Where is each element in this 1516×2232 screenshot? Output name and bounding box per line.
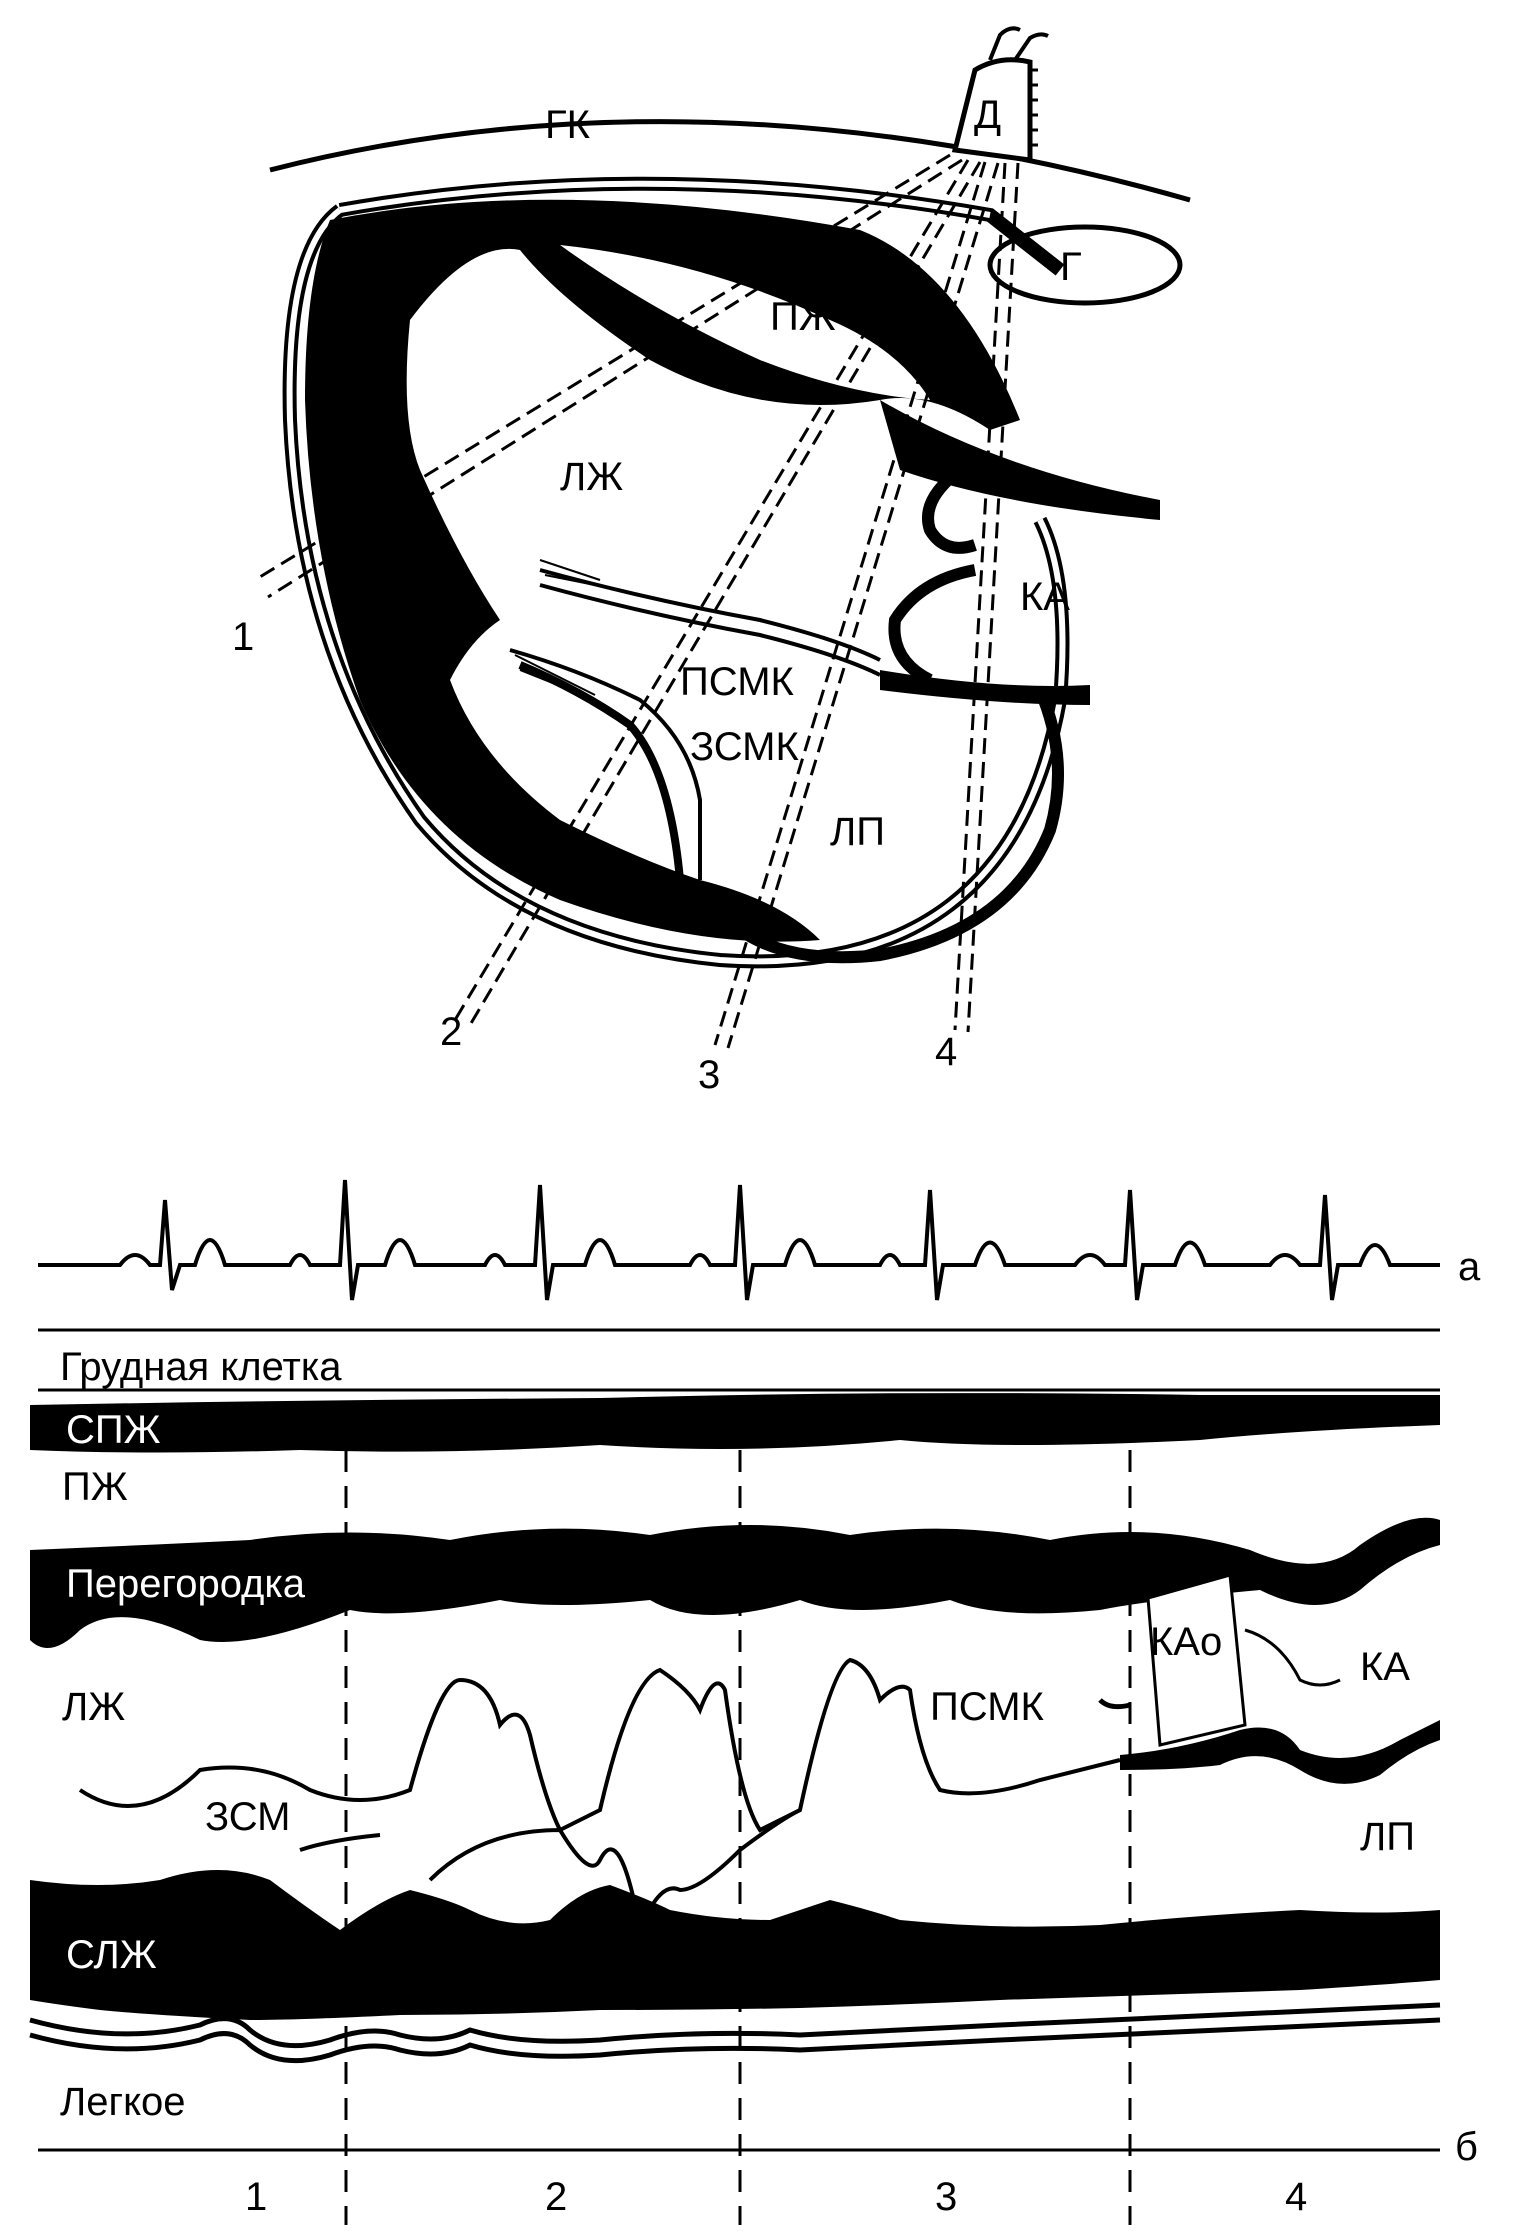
label-aortic-valve: КАо [1150, 1620, 1222, 1664]
mmode-panel: а Грудная клетка СПЖ ПЖ Перегородка ЛЖ К… [29, 1179, 1481, 2225]
label-chest-wall: ГК [545, 103, 591, 147]
pml-trace [299, 1808, 801, 1938]
aml-trace [78, 1657, 1121, 1833]
aortic-valve-box [1146, 1573, 1247, 1747]
label-aml: ПСМК [930, 1685, 1045, 1729]
mitral-posterior-leaflet-line [509, 648, 702, 880]
chest-wall-line [269, 119, 1191, 203]
beam-4 [953, 162, 1020, 1033]
liver-outline [987, 224, 1183, 306]
la-wall [736, 687, 1064, 964]
label-left-atrium: ЛП [830, 810, 885, 854]
rv-wall-band [30, 1393, 1440, 1453]
beam-number-4: 4 [935, 1030, 957, 1074]
label-lv-cavity: ЛЖ [62, 1685, 125, 1729]
zone-number-1: 1 [245, 2175, 267, 2219]
ecg-trace [38, 1179, 1440, 1301]
myocardium [305, 199, 1020, 942]
label-right-ventricle: ПЖ [770, 295, 836, 339]
aortic-cusp-upper [922, 465, 977, 554]
label-rv-cavity: ПЖ [62, 1465, 128, 1509]
transducer [951, 26, 1049, 163]
rv-outflow-wall [880, 400, 1160, 520]
label-transducer: Д [974, 93, 1001, 137]
lv-wall-band [30, 1870, 1440, 2020]
zone-number-3: 3 [935, 2175, 957, 2219]
label-left-ventricle: ЛЖ [560, 455, 623, 499]
label-aortic-root: КА [1020, 575, 1070, 619]
label-pml: ЗСМ [205, 1795, 290, 1839]
beam-number-3: 3 [698, 1053, 720, 1097]
beam-3 [713, 161, 1000, 1049]
label-la: ЛП [1360, 1815, 1415, 1859]
label-septum: Перегородка [66, 1562, 306, 1606]
label-lung: Легкое [60, 2080, 186, 2124]
label-liver: Г [1060, 245, 1082, 289]
epicardium-trace [29, 2002, 1441, 2049]
label-posterior-mitral-leaflet: ЗСМК [690, 725, 799, 769]
aortic-cusp-lower [888, 564, 977, 686]
label-rv-wall: СПЖ [66, 1408, 161, 1452]
ultrasound-beams [254, 153, 1020, 1049]
beam-1 [254, 153, 963, 599]
label-aortic-root-m: КА [1360, 1645, 1410, 1689]
label-chest: Грудная клетка [60, 1345, 342, 1389]
zone-number-4: 4 [1285, 2175, 1307, 2219]
zone-number-2: 2 [545, 2175, 567, 2219]
label-anterior-mitral-leaflet: ПСМК [680, 660, 795, 704]
label-panel: б [1455, 2125, 1478, 2169]
label-lv-wall: СЛЖ [66, 1933, 157, 1977]
beam-number-1: 1 [232, 615, 254, 659]
aortic-root-band [1120, 1720, 1440, 1784]
label-ecg: а [1458, 1245, 1481, 1289]
zone-separators [344, 1450, 1132, 2225]
septum-band [30, 1517, 1440, 1648]
beam-number-2: 2 [440, 1010, 462, 1054]
rv-cavity [560, 245, 930, 400]
heart-diagram: ГК Д Г ПЖ ЛЖ КА ПСМК ЗСМК ЛП 1 2 3 4 [232, 26, 1191, 1097]
